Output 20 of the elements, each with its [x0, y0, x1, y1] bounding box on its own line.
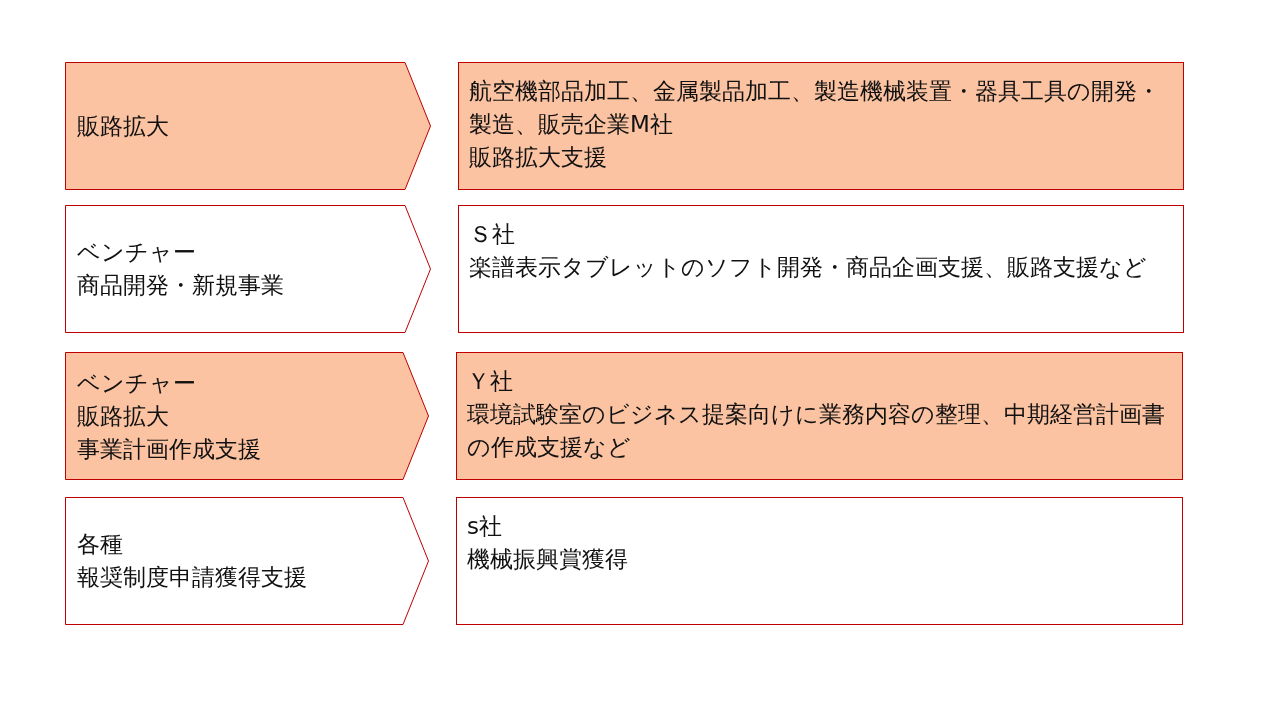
- text-panel: [456, 497, 1183, 625]
- label-text: ベンチャー: [77, 238, 197, 267]
- text-panel: [458, 205, 1184, 333]
- text-panel: [458, 62, 1184, 190]
- label-text: s社: [467, 512, 503, 541]
- label-text: Ｙ社: [467, 367, 514, 396]
- label-text: 報奨制度申請獲得支援: [77, 563, 308, 592]
- label-text: 環境試験室のビジネス提案向けに業務内容の整理、中期経営計画書の作成支援など: [467, 400, 1166, 462]
- label-text: 各種: [77, 530, 124, 559]
- label-text: 販路拡大支援: [469, 143, 608, 172]
- label-text: 販路拡大: [77, 401, 170, 431]
- label-text: 販路拡大: [77, 111, 170, 141]
- text-panel: [456, 352, 1183, 480]
- label-text: 商品開発・新規事業: [77, 271, 285, 300]
- label-text: ベンチャー: [77, 368, 197, 398]
- label-text: 機械振興賞獲得: [467, 545, 629, 574]
- label-text: Ｓ社: [469, 220, 516, 249]
- label-text: 楽譜表示タブレットのソフト開発・商品企画支援、販路支援など: [469, 253, 1148, 282]
- label-text: 事業計画作成支援: [77, 434, 262, 464]
- label-text: 航空機部品加工、金属製品加工、製造機械装置・器具工具の開発・製造、販売企業M社: [469, 77, 1161, 139]
